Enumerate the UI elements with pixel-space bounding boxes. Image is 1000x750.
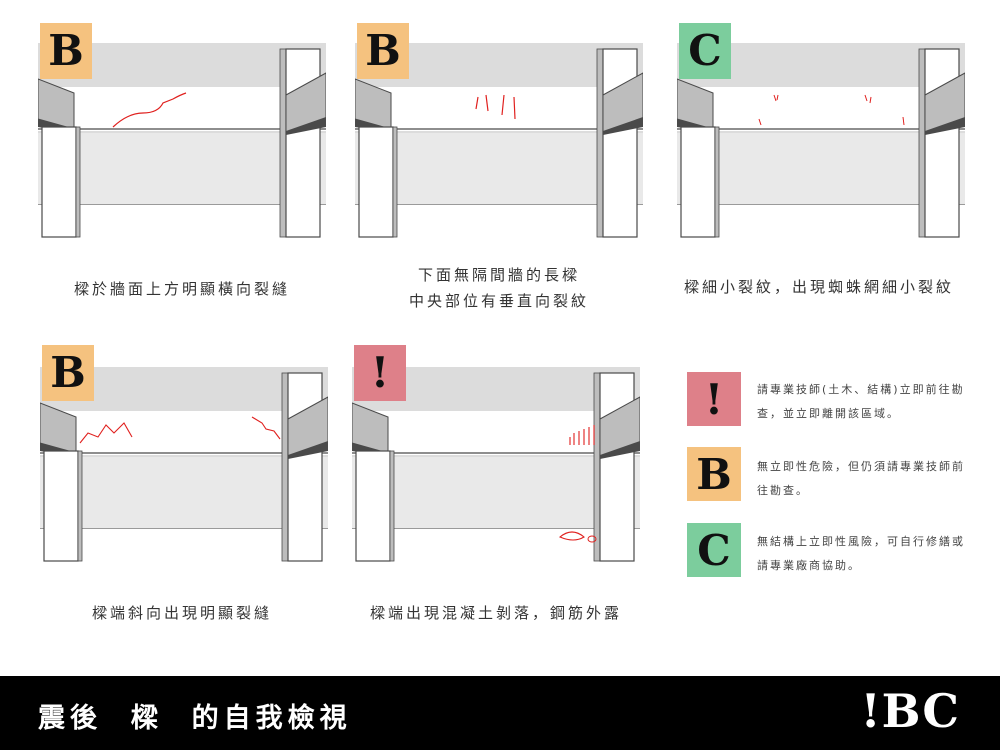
badge-c: C <box>679 23 731 79</box>
panel-3-caption: 樑細小裂紋，出現蜘蛛網細小裂紋 <box>683 278 954 296</box>
panel-1-caption: 樑於牆面上方明顯橫向裂縫 <box>73 280 290 298</box>
crack-marks <box>112 92 187 128</box>
legend-text-b: 無立即性危險，但仍須請專業技師前往勘查。 <box>757 460 965 497</box>
crack-marks <box>79 416 281 444</box>
legend-badge-b: B <box>687 447 741 501</box>
panel-4-caption: 樑端斜向出現明顯裂縫 <box>91 604 272 622</box>
panel-1: B <box>38 23 326 251</box>
legend-text-c: 無結構上立即性風險，可自行修繕或請專業廠商協助。 <box>757 535 965 572</box>
badge-b: B <box>40 23 92 79</box>
panel-2-caption: 下面無隔間牆的長樑 中央部位有垂直向裂紋 <box>408 266 589 310</box>
crack-marks <box>758 94 905 126</box>
crack-marks <box>558 425 597 543</box>
badge-b: B <box>42 345 94 401</box>
panel-2: B <box>355 23 643 251</box>
badge-b: B <box>357 23 409 79</box>
legend-badge-c: C <box>687 523 741 577</box>
legend-text-alert: 請專業技師(土木、結構)立即前往勘查，並立即離開該區域。 <box>757 383 965 420</box>
crack-marks <box>475 94 516 120</box>
panel-5-caption: 樑端出現混凝土剝落，鋼筋外露 <box>369 604 622 622</box>
footer-title: 震後 樑 的自我檢視 <box>38 703 352 734</box>
footer-logo: !BC <box>860 684 960 738</box>
panel-5: ! <box>352 345 640 575</box>
panel-4: B <box>40 345 328 575</box>
badge-alert: ! <box>354 345 406 401</box>
legend-badge-alert: ! <box>687 372 741 426</box>
panel-3: C <box>677 23 965 251</box>
footer-bar: 震後 樑 的自我檢視 !BC <box>0 676 1000 750</box>
